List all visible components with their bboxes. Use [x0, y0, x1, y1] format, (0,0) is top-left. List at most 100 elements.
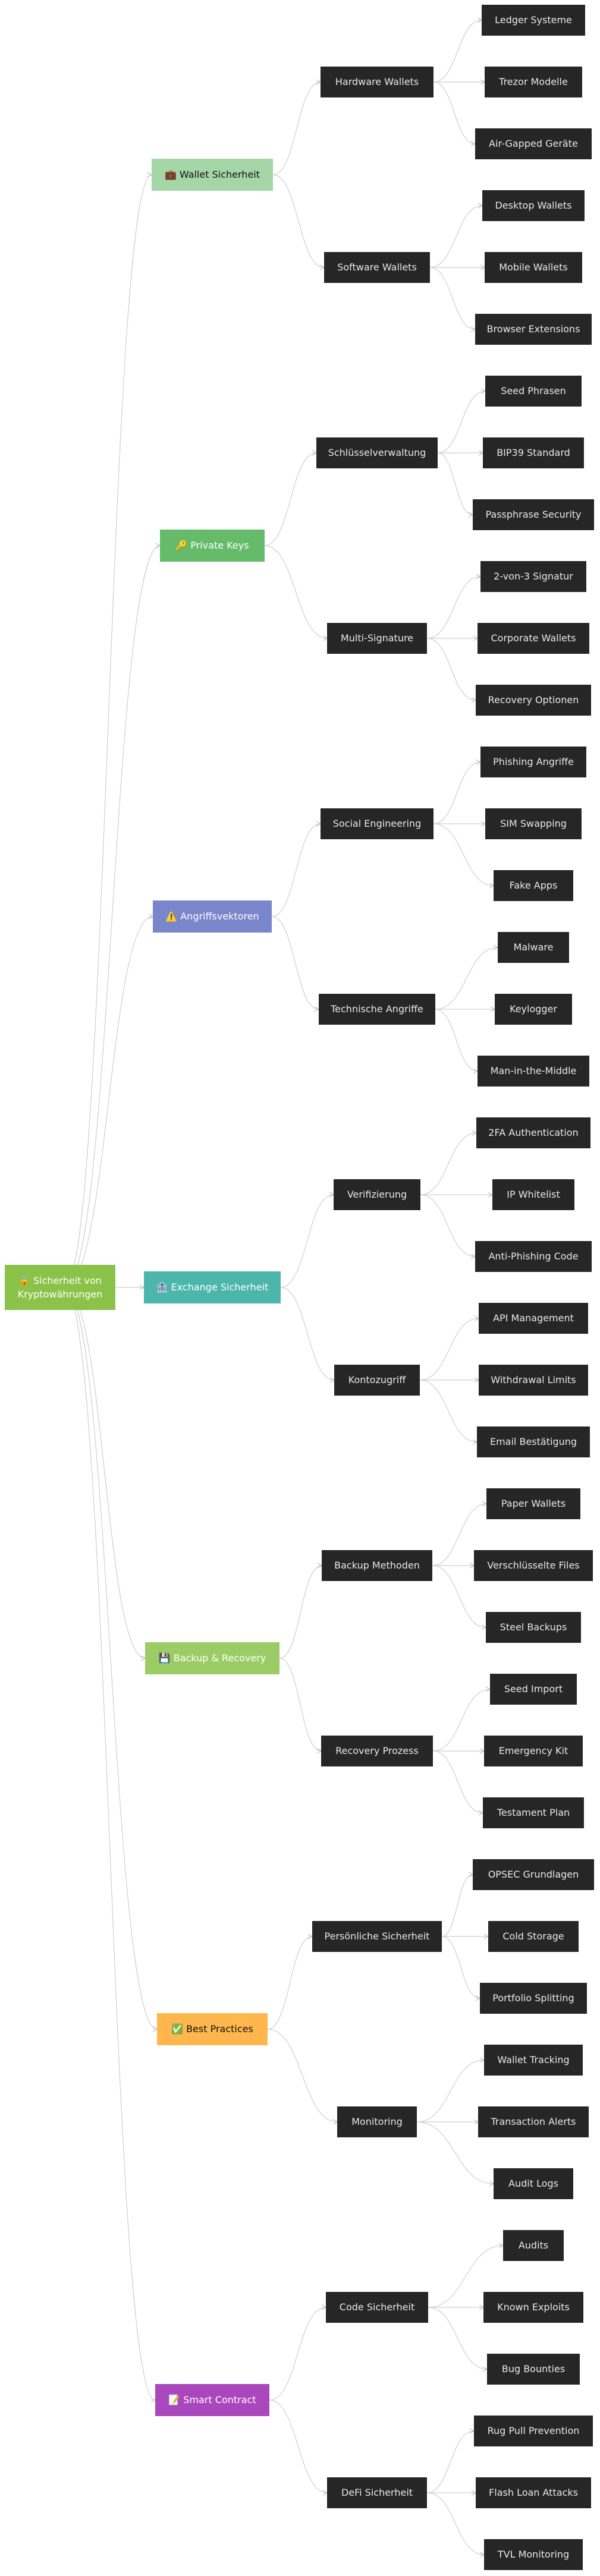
category-node[interactable]: 💾Backup & Recovery — [145, 1642, 279, 1674]
leaf-node[interactable]: Withdrawal Limits — [479, 1365, 588, 1396]
connector-line — [416, 2121, 494, 2184]
leaf-node[interactable]: Cold Storage — [488, 1921, 579, 1952]
leaf-node[interactable]: API Management — [479, 1303, 588, 1334]
leaf-node[interactable]: Man-in-the-Middle — [478, 1056, 589, 1087]
leaf-node[interactable]: Portfolio Splitting — [480, 1983, 587, 2014]
leaf-node[interactable]: Browser Extensions — [475, 314, 592, 345]
root-node-label: Sicherheit von Kryptowährungen — [17, 1274, 103, 1300]
leaf-node[interactable]: Audits — [503, 2230, 564, 2261]
connector-line — [416, 2059, 485, 2122]
leaf-node[interactable]: Transaction Alerts — [478, 2106, 589, 2137]
leaf-node[interactable]: Desktop Wallets — [482, 190, 585, 221]
leaf-node[interactable]: Fake Apps — [494, 870, 573, 901]
subtopic-node-label: Hardware Wallets — [335, 76, 419, 88]
leaf-node[interactable]: Emergency Kit — [484, 1736, 583, 1766]
leaf-node[interactable]: Anti-Phishing Code — [475, 1241, 592, 1272]
subtopic-node[interactable]: Multi-Signature — [327, 623, 427, 654]
leaf-node[interactable]: Paper Wallets — [486, 1488, 580, 1519]
category-node[interactable]: 🏦Exchange Sicherheit — [144, 1271, 281, 1303]
connector-line — [432, 1565, 486, 1628]
leaf-node[interactable]: Trezor Modelle — [485, 67, 582, 97]
leaf-node[interactable]: Steel Backups — [486, 1612, 581, 1643]
leaf-node[interactable]: Bug Bounties — [487, 2354, 580, 2385]
connector-line — [441, 1936, 480, 1999]
leaf-node-label: 2-von-3 Signatur — [494, 571, 573, 582]
leaf-node[interactable]: Flash Loan Attacks — [476, 2477, 591, 2508]
leaf-node-label: Man-in-the-Middle — [490, 1065, 577, 1077]
subtopic-node[interactable]: Verifizierung — [334, 1179, 420, 1210]
leaf-node[interactable]: Seed Import — [490, 1674, 577, 1705]
subtopic-node[interactable]: Kontozugriff — [334, 1365, 420, 1396]
leaf-node-label: Recovery Optionen — [488, 694, 579, 706]
subtopic-node-label: Technische Angriffe — [331, 1003, 423, 1015]
leaf-node[interactable]: Seed Phrasen — [485, 376, 582, 407]
leaf-node[interactable]: 2FA Authentication — [476, 1117, 590, 1148]
leaf-node-label: Phishing Angriffe — [493, 756, 574, 768]
leaf-node[interactable]: Recovery Optionen — [476, 685, 591, 716]
leaf-node[interactable]: SIM Swapping — [485, 808, 582, 839]
leaf-node[interactable]: Rug Pull Prevention — [474, 2416, 593, 2446]
connector-line — [64, 174, 152, 1288]
leaf-node[interactable]: Verschlüsselte Files — [474, 1550, 593, 1581]
leaf-node[interactable]: Mobile Wallets — [485, 252, 582, 283]
leaf-node[interactable]: Passphrase Security — [473, 499, 594, 530]
leaf-node[interactable]: Wallet Tracking — [484, 2045, 583, 2076]
connector-arrowhead — [152, 2026, 158, 2032]
subtopic-node[interactable]: Persönliche Sicherheit — [312, 1921, 442, 1952]
leaf-node[interactable]: Corporate Wallets — [478, 623, 589, 654]
leaf-node[interactable]: TVL Monitoring — [484, 2539, 583, 2570]
leaf-node[interactable]: Ledger Systeme — [482, 5, 585, 36]
leaf-node[interactable]: Audit Logs — [494, 2168, 573, 2199]
leaf-node[interactable]: OPSEC Grundlagen — [473, 1859, 594, 1890]
leaf-node[interactable]: Email Bestätigung — [477, 1426, 590, 1457]
category-node[interactable]: 📝Smart Contract — [155, 2384, 269, 2416]
subtopic-node-label: Code Sicherheit — [339, 2301, 415, 2313]
connector-line — [279, 1658, 322, 1752]
connector-line — [420, 1132, 477, 1195]
connector-line — [426, 2492, 485, 2555]
connector-line — [426, 576, 481, 639]
connector-arrowhead — [155, 543, 161, 549]
connector-line — [272, 81, 321, 175]
subtopic-node[interactable]: Hardware Wallets — [321, 67, 433, 97]
category-node[interactable]: 🔑Private Keys — [160, 530, 265, 562]
leaf-node[interactable]: Known Exploits — [483, 2292, 583, 2323]
category-node[interactable]: ⚠️Angriffsvektoren — [153, 900, 272, 933]
root-node-icon: 🔒 — [18, 1274, 31, 1286]
subtopic-node[interactable]: Monitoring — [337, 2106, 417, 2137]
leaf-node[interactable]: Phishing Angriffe — [480, 747, 586, 777]
subtopic-node[interactable]: Software Wallets — [324, 252, 430, 283]
subtopic-node[interactable]: Social Engineering — [321, 808, 433, 839]
category-node-icon: 💾 — [158, 1652, 171, 1664]
subtopic-node-label: Monitoring — [351, 2116, 403, 2128]
subtopic-node[interactable]: Code Sicherheit — [326, 2292, 428, 2323]
subtopic-node[interactable]: Recovery Prozess — [321, 1736, 433, 1766]
leaf-node[interactable]: Malware — [498, 932, 569, 963]
subtopic-node[interactable]: Backup Methoden — [322, 1550, 432, 1581]
category-node-icon: ⚠️ — [165, 911, 178, 922]
subtopic-node[interactable]: Schlüsselverwaltung — [316, 437, 438, 468]
leaf-node-label: Withdrawal Limits — [491, 1374, 576, 1386]
connector-line — [271, 916, 319, 1010]
leaf-node[interactable]: Air-Gapped Geräte — [475, 128, 592, 159]
leaf-node[interactable]: Keylogger — [495, 994, 572, 1025]
subtopic-node[interactable]: Technische Angriffe — [319, 994, 435, 1025]
category-node[interactable]: 💼Wallet Sicherheit — [152, 159, 273, 191]
connector-line — [426, 638, 476, 701]
connector-line — [279, 1565, 322, 1659]
leaf-node[interactable]: Testament Plan — [483, 1797, 584, 1828]
leaf-node-label: Emergency Kit — [498, 1745, 568, 1757]
leaf-node-label: TVL Monitoring — [497, 2549, 570, 2561]
category-node[interactable]: ✅Best Practices — [157, 2013, 268, 2045]
leaf-node[interactable]: BIP39 Standard — [483, 437, 584, 468]
leaf-node-label: Rug Pull Prevention — [487, 2425, 580, 2437]
subtopic-node[interactable]: DeFi Sicherheit — [327, 2477, 427, 2508]
leaf-node[interactable]: 2-von-3 Signatur — [480, 561, 586, 592]
connector-line — [432, 1750, 483, 1813]
subtopic-node-label: Kontozugriff — [348, 1374, 406, 1386]
root-node[interactable]: 🔒Sicherheit von Kryptowährungen — [5, 1265, 115, 1310]
leaf-node[interactable]: IP Whitelist — [492, 1179, 574, 1210]
subtopic-node-label: Multi-Signature — [340, 632, 414, 644]
leaf-node-label: IP Whitelist — [507, 1189, 560, 1201]
